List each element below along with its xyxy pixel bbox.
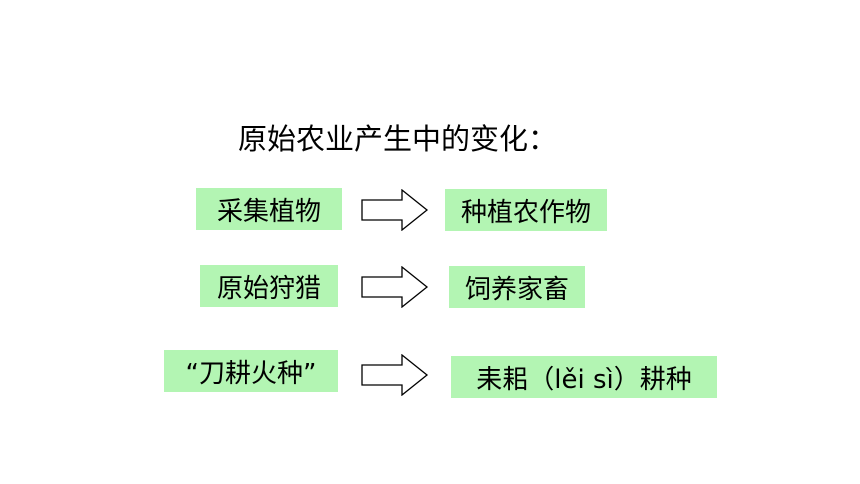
- from-box-hunting: 原始狩猎: [200, 265, 338, 307]
- to-box-crops: 种植农作物: [445, 189, 607, 231]
- right-arrow-icon: [361, 354, 429, 396]
- from-label: 原始狩猎: [216, 273, 321, 304]
- to-label: 种植农作物: [460, 197, 591, 228]
- from-box-gathering: 采集植物: [196, 188, 342, 230]
- to-box-livestock: 饲养家畜: [449, 266, 585, 308]
- to-label: 耒耜（lěi sì）耕种: [476, 364, 692, 395]
- to-label: 饲养家畜: [464, 274, 569, 305]
- slide-title: 原始农业产生中的变化：: [238, 122, 558, 156]
- from-box-slash-burn: “刀耕火种”: [164, 350, 338, 392]
- to-box-plough: 耒耜（lěi sì）耕种: [451, 356, 717, 398]
- right-arrow-icon: [361, 266, 429, 308]
- right-arrow-icon: [361, 189, 429, 231]
- from-label: 采集植物: [216, 196, 321, 227]
- from-label: “刀耕火种”: [185, 358, 317, 389]
